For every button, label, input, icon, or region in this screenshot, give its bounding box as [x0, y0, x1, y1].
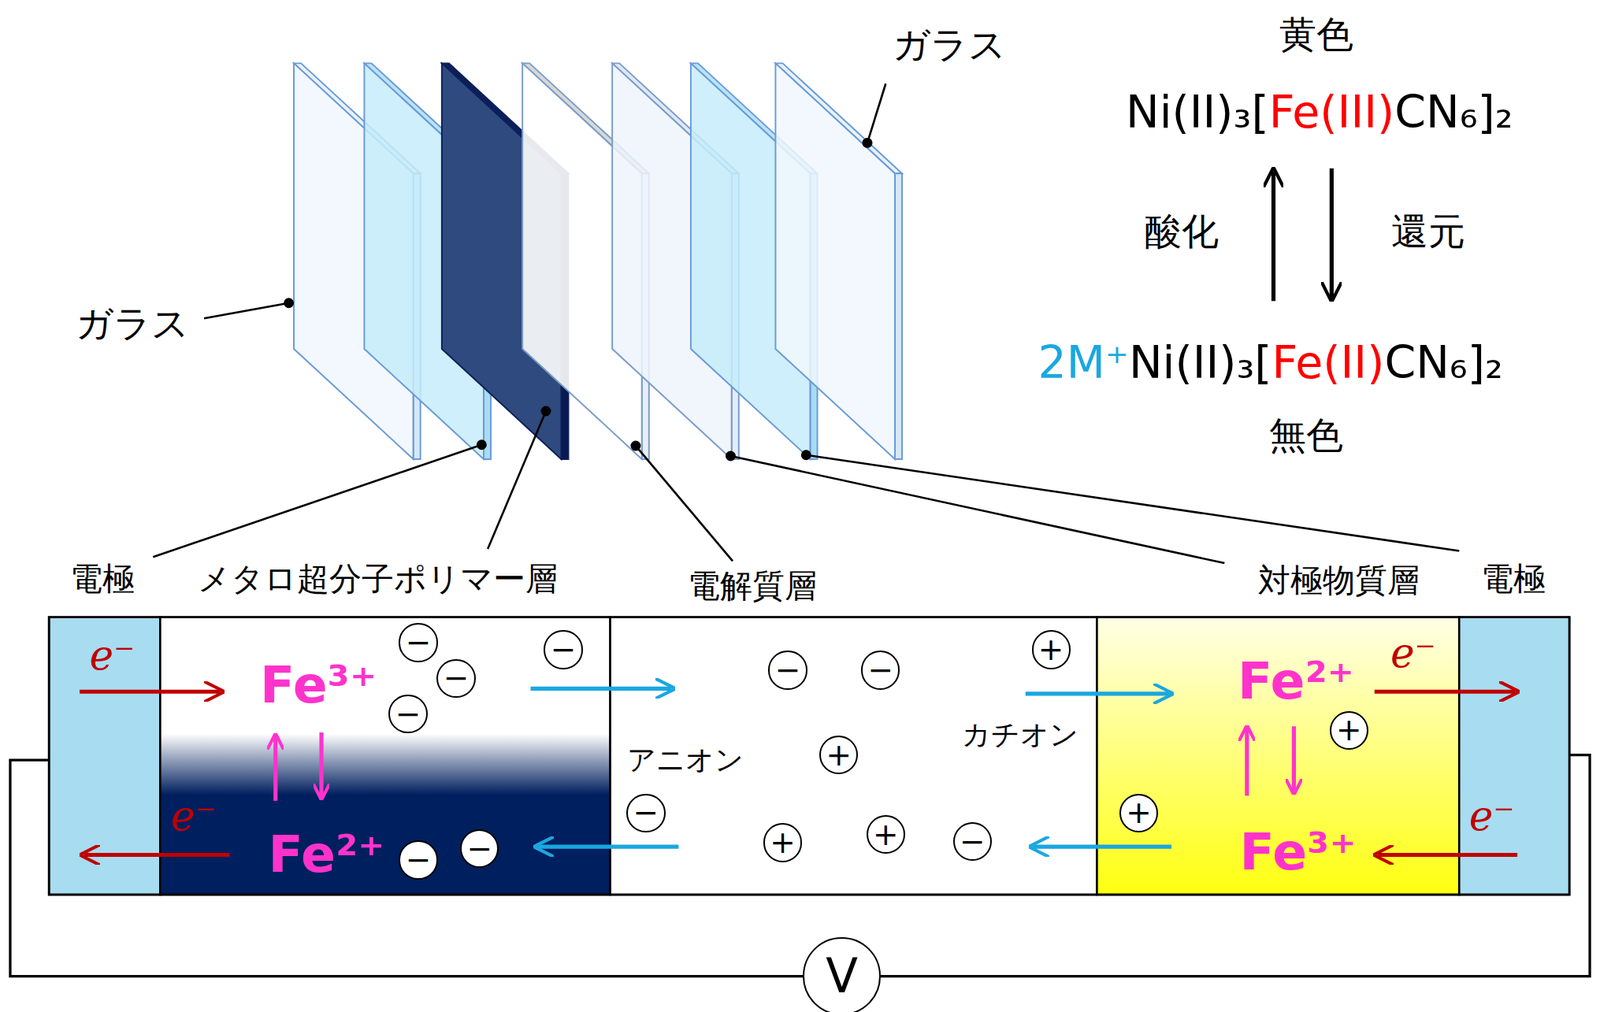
node-text: + — [1038, 633, 1065, 668]
electrode-layer: e⁻ — [48, 617, 160, 895]
node-text: + — [1125, 796, 1152, 831]
plate-stack — [293, 63, 903, 460]
part-label: 電解質層 — [687, 568, 817, 606]
wire — [880, 755, 1590, 977]
part-label: メタロ超分子ポリマー層 — [197, 561, 558, 598]
node-text: − — [405, 843, 432, 878]
ion-circle: + — [866, 815, 906, 854]
node-text: − — [633, 796, 660, 831]
node-text: − — [868, 653, 895, 688]
part-label: 電極 — [1481, 561, 1546, 598]
ion-circle: + — [819, 735, 858, 775]
node-text: − — [959, 824, 986, 859]
node-text: カチオン — [961, 719, 1079, 751]
node-text: − — [443, 661, 470, 696]
node-text: − — [395, 697, 422, 732]
leader-lines — [152, 83, 1459, 564]
electrolyte-layer: アニオン カチオン + − − + − + − + — [610, 617, 1098, 895]
ion-circle: − — [543, 630, 583, 669]
part-label: 電極 — [70, 561, 135, 598]
redox-cycle-arrows — [275, 726, 1295, 802]
ion-circle: − — [436, 659, 476, 698]
polymer-layer: Fe³⁺Fe²⁺−−−−−− — [159, 617, 610, 895]
node-text: + — [1336, 713, 1363, 748]
node-text: − — [550, 633, 577, 668]
part-label: e⁻ — [170, 794, 217, 839]
ion-circle: − — [398, 623, 438, 662]
chemical-formula: 2M⁺Ni(II)₃[Fe(II)CN₆]₂ — [1037, 337, 1503, 387]
node-text: e⁻ — [89, 632, 135, 678]
node-text: + — [825, 738, 852, 773]
node-text: Fe³⁺ — [1239, 824, 1357, 880]
ion-circle: − — [768, 650, 807, 690]
node-text: + — [872, 817, 899, 852]
node-text: Fe²⁺ — [1237, 653, 1355, 710]
ion-circle: − — [388, 694, 427, 734]
ion-circle: + — [1119, 794, 1159, 833]
node-text: Fe²⁺ — [267, 827, 385, 884]
node-text: − — [775, 653, 802, 688]
ion-circle: − — [953, 822, 992, 862]
voltmeter-circle: V — [802, 937, 880, 1012]
part-label: 黄色 — [1279, 15, 1354, 56]
ion-circle: − — [861, 650, 900, 690]
node-text: Fe³⁺ — [259, 657, 377, 714]
cell-section — [48, 617, 1570, 895]
electrode-layer: e⁻ — [1458, 617, 1570, 895]
part-label: 酸化 — [1144, 212, 1219, 253]
ion-circle: − — [398, 840, 438, 880]
ion-circle: + — [763, 823, 802, 862]
ion-circle: + — [1329, 711, 1369, 750]
part-label: e⁻ — [1390, 630, 1437, 676]
node-text: V — [825, 950, 858, 1003]
node-text: e⁻ — [1469, 794, 1515, 839]
part-label: 無色 — [1269, 416, 1344, 457]
part-label: ガラス — [75, 304, 190, 345]
node-text: − — [466, 831, 493, 866]
part-label: ガラス — [892, 25, 1007, 67]
node-text: アニオン — [627, 744, 744, 776]
ion-circle: − — [460, 829, 499, 869]
part-label: 還元 — [1391, 212, 1466, 253]
part-label: 対極物質層 — [1258, 564, 1420, 601]
ion-circle: − — [626, 794, 665, 833]
wire — [10, 760, 803, 977]
node-text: + — [769, 826, 796, 861]
ion-circle: + — [1032, 630, 1071, 669]
ion-arrows — [530, 688, 1172, 847]
chemical-formula: Ni(II)₃[Fe(III)CN₆]₂ — [1125, 87, 1514, 138]
node-text: − — [405, 626, 432, 661]
redox-arrows — [1273, 168, 1333, 301]
